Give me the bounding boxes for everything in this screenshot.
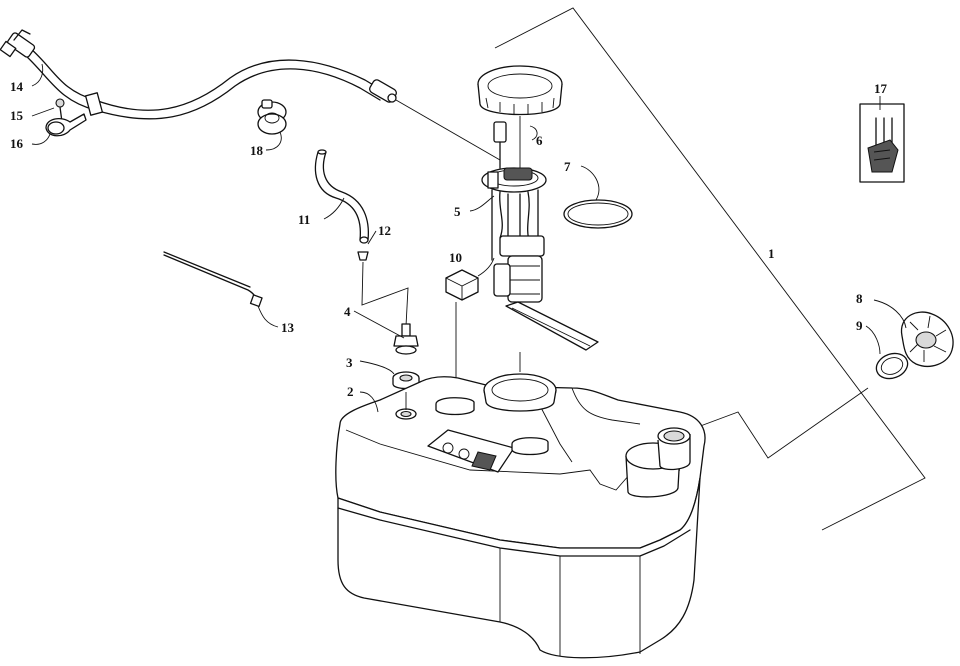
hose-clamp-with-bolt [45,98,87,137]
foam-pad [445,269,479,392]
callout-17: 17 [874,81,888,96]
cable-tie [163,251,263,308]
callout-11: 11 [298,212,310,227]
pump-lock-ring [477,65,563,170]
pump-gasket [563,199,633,229]
callout-18: 18 [250,143,264,158]
callout-15: 15 [10,108,24,123]
rollover-valve [361,261,419,355]
callout-16: 16 [10,136,24,151]
callout-7: 7 [564,159,571,174]
assembly-bracket-line [494,7,926,531]
callout-9: 9 [856,318,863,333]
leader-lines [31,63,907,413]
fuel-pump-module [395,99,599,372]
callout-4: 4 [344,304,351,319]
callout-6: 6 [536,133,543,148]
valve-grommet [392,371,420,390]
wire-clip-inset [859,103,905,183]
hose-clip [257,99,287,135]
fuel-hose [0,29,397,120]
callout-1: 1 [768,246,775,261]
cap-seal [875,352,909,380]
callout-10: 10 [449,250,462,265]
callout-14: 14 [10,79,24,94]
fuel-tank [335,373,706,659]
callout-5: 5 [454,204,461,219]
callout-labels: 1 2 3 4 5 6 7 8 9 10 11 12 13 14 15 16 1… [10,79,888,399]
fuel-cap [900,311,954,367]
callout-13: 13 [281,320,295,335]
vent-hose [314,149,370,244]
callout-8: 8 [856,291,863,306]
callout-2: 2 [347,384,354,399]
vent-fitting [357,251,369,261]
callout-12: 12 [378,223,391,238]
callout-3: 3 [346,355,353,370]
